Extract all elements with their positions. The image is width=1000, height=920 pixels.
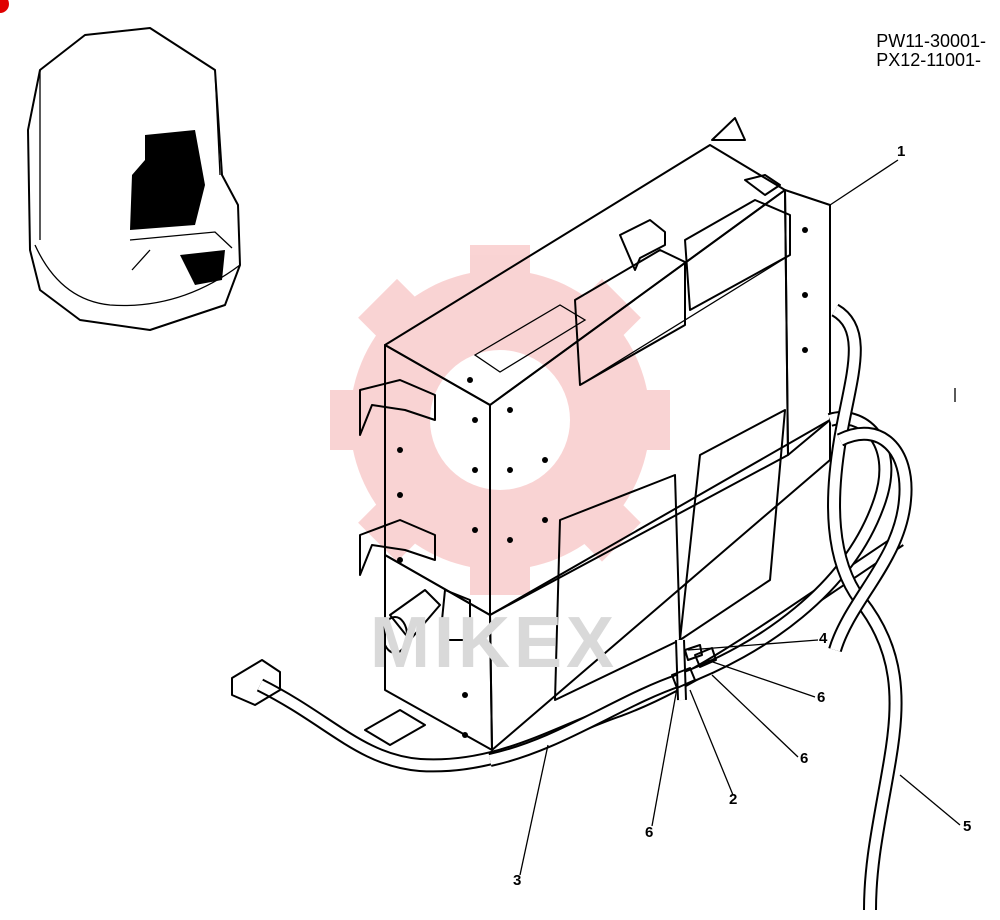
part-label-6: 6 (817, 689, 826, 706)
corner-mark (0, 0, 9, 13)
part-label-4: 4 (819, 630, 828, 647)
watermark-gear-icon (330, 245, 670, 595)
wire-harness (231, 303, 913, 911)
serial-number: PW11-30001- (876, 31, 986, 51)
part-label-1: 1 (897, 143, 906, 160)
serial-number: PX12-11001- (876, 50, 982, 70)
leader-lines (519, 159, 961, 876)
serial-number-block: PW11-30001- PX12-11001- (876, 32, 986, 70)
cab-thumbnail (27, 27, 241, 331)
part-label-3: 3 (513, 872, 522, 889)
part-label-5: 5 (963, 818, 972, 835)
part-label-6: 6 (645, 824, 654, 841)
watermark-text: MIKEX (370, 603, 619, 683)
part-label-6: 6 (800, 750, 809, 767)
part-label-2: 2 (729, 791, 738, 808)
